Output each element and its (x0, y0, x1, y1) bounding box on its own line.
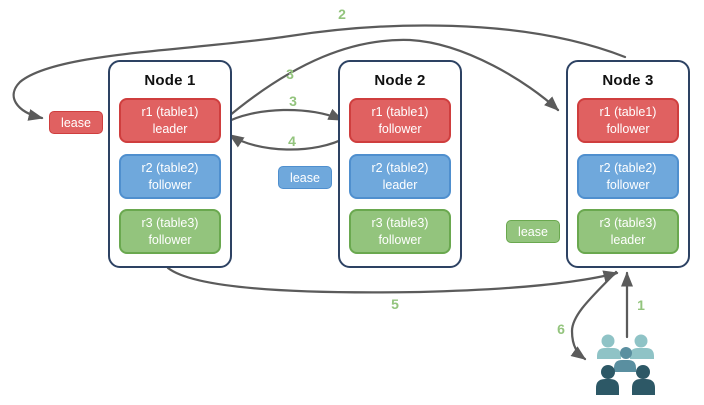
arrow-step-6-node3-to-clients (570, 270, 618, 361)
replica-role: follower (378, 121, 422, 136)
arrow-step-2-node3-to-lease (12, 24, 627, 121)
users-icon (596, 334, 655, 395)
replica-name: r2 (table2) (371, 161, 429, 176)
lease-badge-r3: lease (506, 220, 560, 243)
node-2-title: Node 2 (374, 72, 426, 89)
node-3-title: Node 3 (602, 72, 654, 89)
replica-name: r1 (table1) (371, 105, 429, 120)
replica-role: follower (148, 177, 192, 192)
replica-name: r2 (table2) (599, 161, 657, 176)
node-2-box: Node 2 r1 (table1) follower r2 (table2) … (338, 60, 462, 268)
replica-name: r3 (table3) (599, 216, 657, 231)
node3-r3-replica: r3 (table3) leader (577, 209, 679, 254)
replica-role: follower (606, 121, 650, 136)
node2-r1-replica: r1 (table1) follower (349, 98, 451, 143)
step-label-5: 5 (391, 296, 399, 312)
replica-role: follower (148, 232, 192, 247)
replica-role: follower (378, 232, 422, 247)
replica-name: r3 (table3) (371, 216, 429, 231)
replica-role: leader (610, 232, 646, 247)
replica-role: leader (152, 121, 188, 136)
step-label-3a: 3 (286, 66, 294, 82)
replica-role: follower (606, 177, 650, 192)
step-label-3b: 3 (289, 93, 297, 109)
arrow-step-3-node1-to-node2 (221, 108, 344, 126)
step-label-4: 4 (288, 133, 296, 149)
step-label-2: 2 (338, 6, 346, 22)
replica-role: leader (382, 177, 418, 192)
node3-r2-replica: r2 (table2) follower (577, 154, 679, 199)
node1-r3-replica: r3 (table3) follower (119, 209, 221, 254)
node2-r3-replica: r3 (table3) follower (349, 209, 451, 254)
node-3-box: Node 3 r1 (table1) follower r2 (table2) … (566, 60, 690, 268)
node2-r2-replica: r2 (table2) leader (349, 154, 451, 199)
replica-name: r2 (table2) (141, 161, 199, 176)
arrow-step-5-node1-to-node3 (166, 266, 619, 294)
lease-badge-r1: lease (49, 111, 103, 134)
node3-r1-replica: r1 (table1) follower (577, 98, 679, 143)
step-label-1: 1 (637, 297, 645, 313)
step-label-6: 6 (557, 321, 565, 337)
node-1-title: Node 1 (144, 72, 196, 89)
replica-name: r1 (table1) (599, 105, 657, 120)
lease-badge-r2: lease (278, 166, 332, 189)
replica-name: r3 (table3) (141, 216, 199, 231)
node1-r2-replica: r2 (table2) follower (119, 154, 221, 199)
node-1-box: Node 1 r1 (table1) leader r2 (table2) fo… (108, 60, 232, 268)
node1-r1-replica: r1 (table1) leader (119, 98, 221, 143)
replica-name: r1 (table1) (141, 105, 199, 120)
